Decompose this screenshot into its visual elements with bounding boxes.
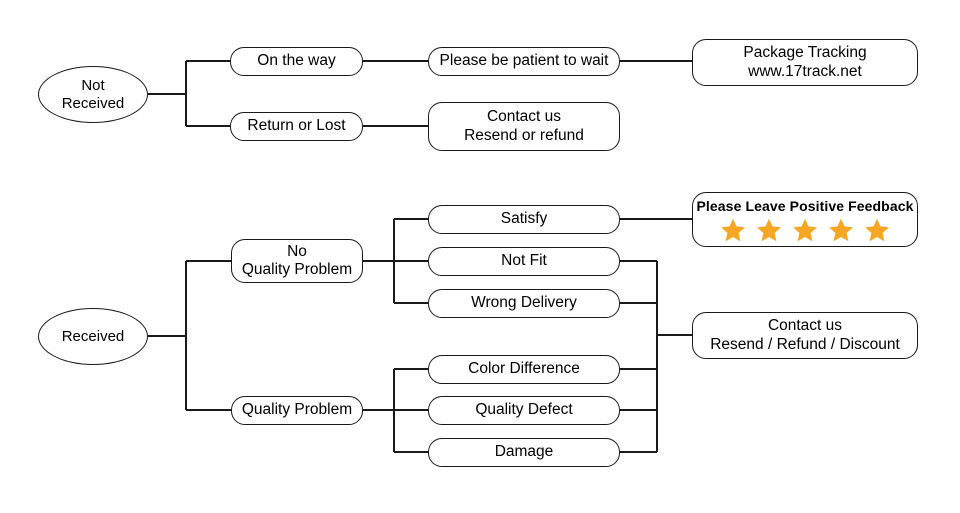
node-quality-defect-label: Quality Defect: [475, 401, 573, 419]
node-return-or-lost[interactable]: Return or Lost: [230, 112, 363, 141]
node-quality-problem-label: Quality Problem: [241, 401, 353, 419]
star-rating[interactable]: [720, 217, 890, 243]
node-color-difference-label: Color Difference: [468, 360, 580, 378]
node-no-quality-problem-label: No Quality Problem: [241, 242, 353, 278]
node-wrong-delivery[interactable]: Wrong Delivery: [428, 289, 620, 318]
node-received-label: Received: [61, 327, 125, 345]
node-damage-label: Damage: [494, 443, 554, 461]
node-package-tracking-label: Package Tracking www.17track.net: [743, 44, 867, 80]
node-on-the-way[interactable]: On the way: [230, 47, 363, 76]
node-please-be-patient-label: Please be patient to wait: [439, 52, 609, 70]
star-icon: [756, 217, 782, 243]
node-satisfy-label: Satisfy: [500, 210, 548, 228]
node-not-fit[interactable]: Not Fit: [428, 247, 620, 276]
node-damage[interactable]: Damage: [428, 438, 620, 467]
node-positive-feedback-label: Please Leave Positive Feedback: [696, 198, 914, 215]
node-quality-defect[interactable]: Quality Defect: [428, 396, 620, 425]
node-not-received-root[interactable]: Not Received: [38, 66, 148, 123]
node-quality-problem[interactable]: Quality Problem: [231, 396, 363, 425]
node-package-tracking[interactable]: Package Tracking www.17track.net: [692, 39, 918, 86]
node-not-fit-label: Not Fit: [501, 252, 547, 270]
node-contact-resend-or-refund-label: Contact us Resend or refund: [464, 108, 584, 144]
node-no-quality-problem[interactable]: No Quality Problem: [231, 239, 363, 283]
node-return-or-lost-label: Return or Lost: [247, 117, 346, 135]
star-icon: [720, 217, 746, 243]
node-contact-resend-refund-discount[interactable]: Contact us Resend / Refund / Discount: [692, 312, 918, 359]
node-positive-feedback[interactable]: Please Leave Positive Feedback: [692, 192, 918, 247]
node-wrong-delivery-label: Wrong Delivery: [471, 294, 577, 312]
node-not-received-label: Not Received: [61, 76, 125, 112]
node-please-be-patient[interactable]: Please be patient to wait: [428, 47, 620, 76]
node-on-the-way-label: On the way: [257, 52, 336, 70]
star-icon: [864, 217, 890, 243]
node-contact-resend-refund-discount-label: Contact us Resend / Refund / Discount: [710, 317, 900, 353]
star-icon: [828, 217, 854, 243]
star-icon: [792, 217, 818, 243]
node-color-difference[interactable]: Color Difference: [428, 355, 620, 384]
node-satisfy[interactable]: Satisfy: [428, 205, 620, 234]
node-received-root[interactable]: Received: [38, 308, 148, 365]
node-contact-resend-or-refund[interactable]: Contact us Resend or refund: [428, 102, 620, 151]
